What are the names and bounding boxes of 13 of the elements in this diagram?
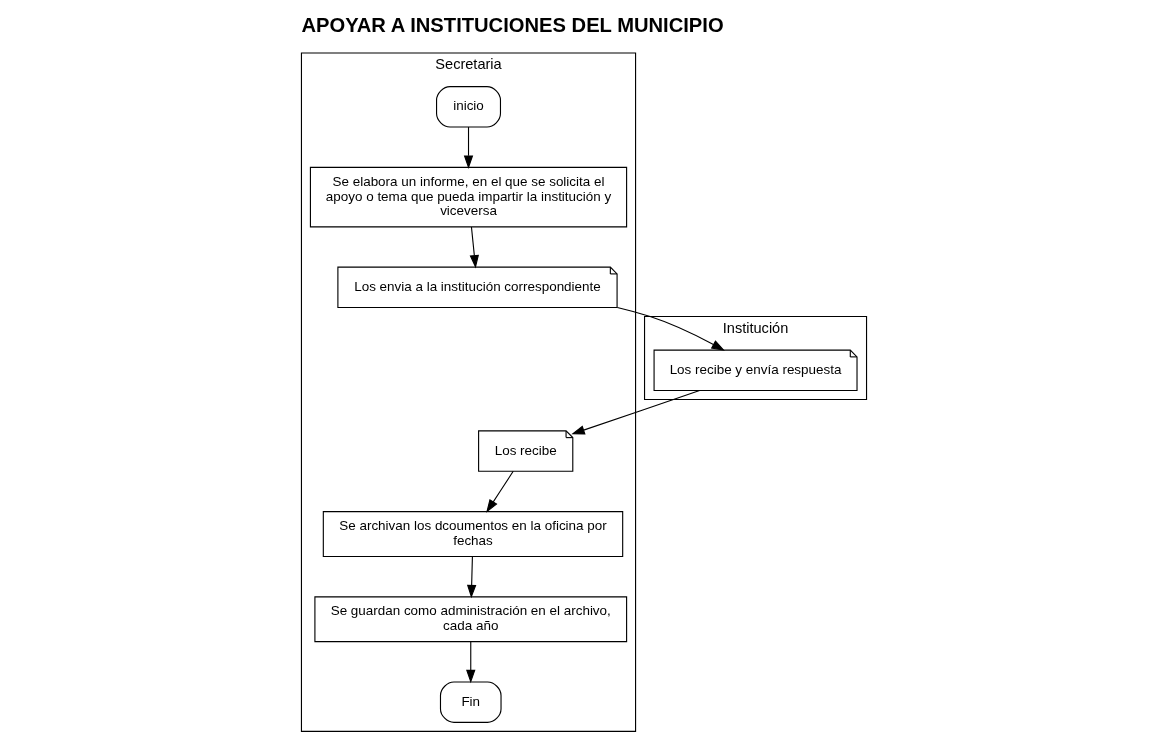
arrow <box>486 470 514 513</box>
arrow <box>463 126 474 169</box>
arrow <box>469 226 479 269</box>
arrow <box>616 306 725 351</box>
arrow <box>571 390 701 435</box>
node-box: inicio <box>436 86 502 128</box>
node-box: Se archivan los dcoumentos en la oficina por fechas <box>322 511 624 557</box>
arrow <box>466 555 477 599</box>
arrow <box>466 641 476 684</box>
node-box: Fin <box>439 681 502 723</box>
node-box: Se elabora un informe, en el que se solicita el apoyo o tema que pueda impartir la institución y viceversa <box>309 166 628 228</box>
diagram-title: APOYAR A INSTITUCIONES DEL MUNICIPIO <box>301 14 724 37</box>
node-box: Se guardan como administración en el archivo, cada año <box>314 596 628 643</box>
